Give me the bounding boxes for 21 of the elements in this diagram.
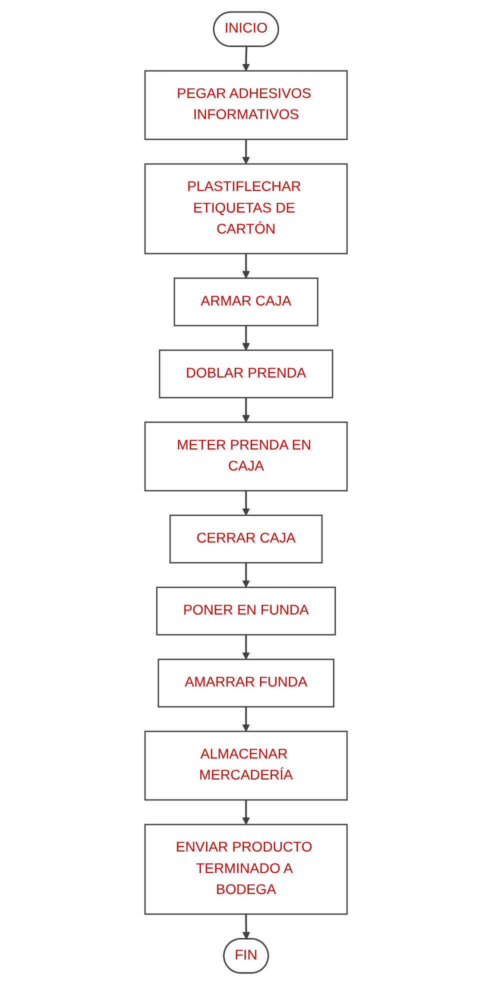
node-box: PLASTIFLECHAR ETIQUETAS DE CARTÓN (144, 163, 348, 254)
node-box: METER PRENDA EN CAJA (144, 422, 348, 492)
node-box: AMARRAR FUNDA (158, 658, 334, 708)
arrow (242, 139, 250, 164)
node-box: CERRAR CAJA (169, 514, 323, 564)
node-box: ALMACENAR MERCADERÍA (144, 730, 348, 801)
arrow (242, 490, 250, 516)
node-box: PEGAR ADHESIVOS INFORMATIVOS (144, 70, 348, 140)
arrow (242, 562, 250, 588)
node-box: DOBLAR PRENDA (158, 350, 334, 398)
arrow (242, 634, 250, 660)
arrow (242, 46, 250, 72)
arrow (242, 254, 250, 279)
node-box: PONER EN FUNDA (156, 586, 336, 636)
arrow (242, 800, 250, 825)
arrow (242, 326, 250, 351)
node-box: ENVIAR PRODUCTO TERMINADO A BODEGA (144, 824, 348, 915)
arrow (242, 706, 250, 732)
arrow (242, 398, 250, 423)
arrow (242, 914, 250, 940)
node-box: ARMAR CAJA (174, 278, 318, 326)
